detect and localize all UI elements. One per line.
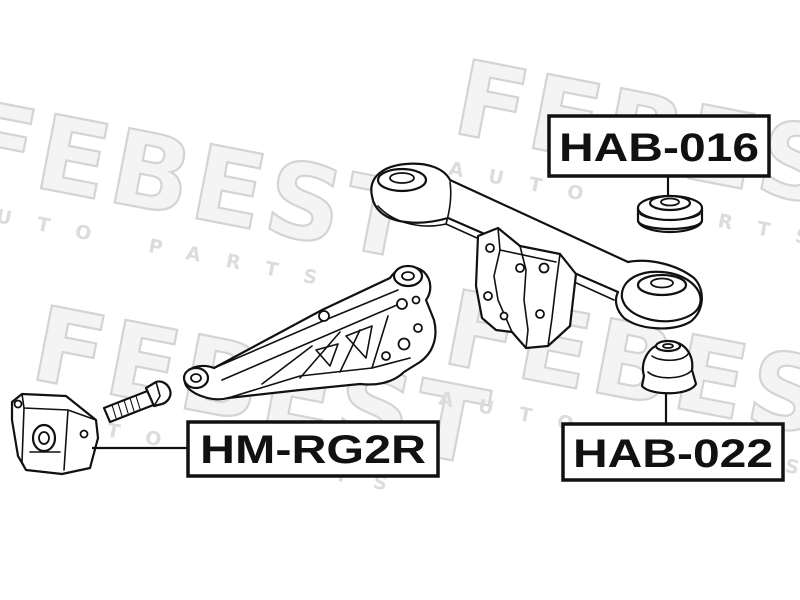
lower-control-arm (182, 264, 437, 401)
engine-mount (10, 392, 100, 476)
label-hab-022: HAB-022 (561, 422, 785, 482)
bushing-hab-022 (640, 339, 698, 395)
label-box (547, 114, 771, 178)
bolt (102, 380, 172, 424)
trailing-arm (370, 162, 703, 350)
part-number-hm-rg2r: HM-RG2R (200, 428, 426, 472)
part-number-hab-022: HAB-022 (573, 432, 773, 476)
label-box (561, 422, 785, 482)
label-box (186, 420, 440, 478)
label-hab-016: HAB-016 (547, 114, 771, 178)
part-number-hab-016: HAB-016 (559, 126, 759, 170)
label-hm-rg2r: HM-RG2R (186, 420, 440, 478)
bushing-hab-016 (636, 194, 704, 234)
